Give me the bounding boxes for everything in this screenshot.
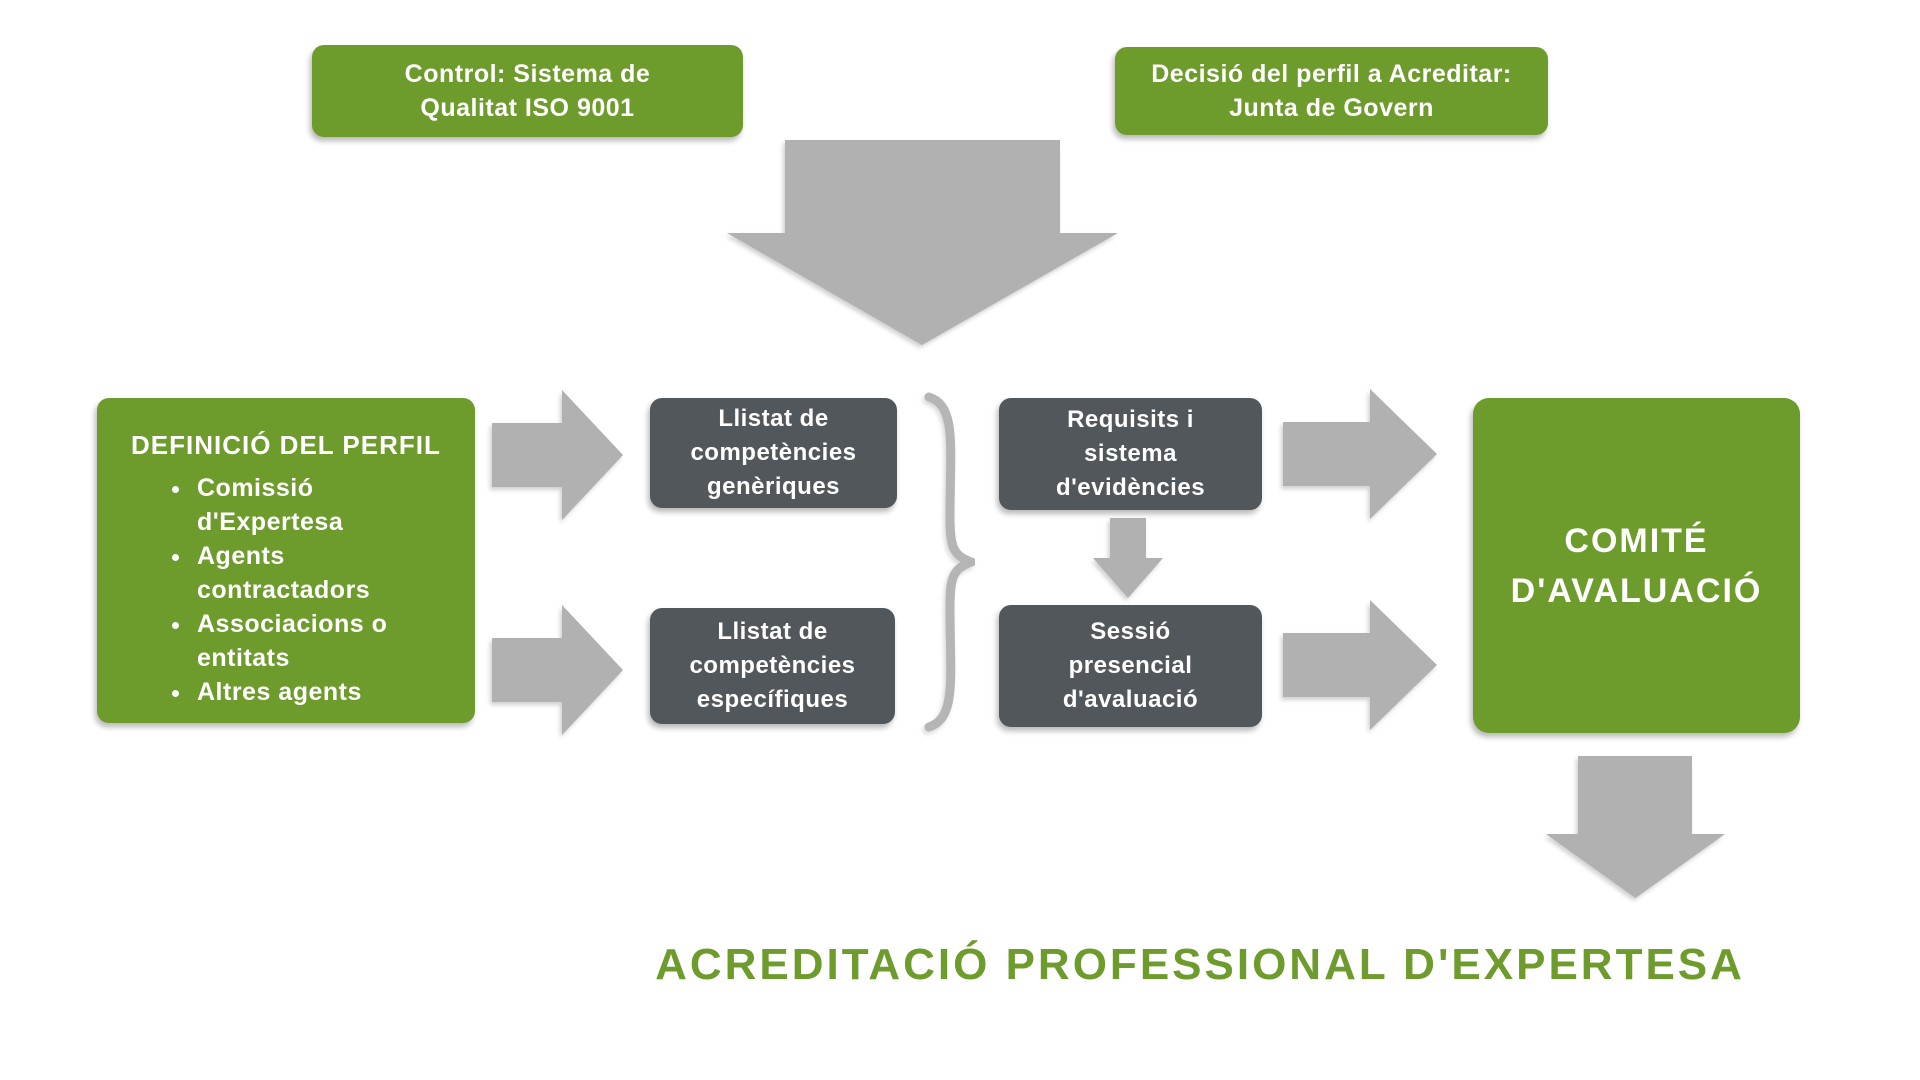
bullet-item: Associacions o entitats [193, 607, 451, 675]
bullet-item: Agents contractadors [193, 539, 451, 607]
curly-brace-icon [915, 392, 975, 732]
specific-line1: Llistat de [717, 618, 828, 645]
definition-bullet-list: Comissió d'Expertesa Agents contractador… [131, 471, 451, 709]
bullet-item: Altres agents [193, 675, 451, 709]
requirements-line3: d'evidències [1055, 474, 1206, 501]
flow-arrow-right-icon [1283, 600, 1437, 730]
specific-line3: específiques [696, 686, 849, 713]
session-line1: Sessió [1090, 618, 1171, 645]
committee-line1: COMITÉ [1564, 521, 1709, 560]
generic-line3: genèriques [706, 473, 841, 500]
control-box: Control: Sistema de Qualitat ISO 9001 [312, 45, 743, 137]
flow-arrow-right-icon [1283, 389, 1437, 519]
bullet-item: Comissió d'Expertesa [193, 471, 451, 539]
session-line3: d'avaluació [1062, 686, 1199, 713]
definition-panel-title: DEFINICIÓ DEL PERFIL [131, 430, 441, 460]
control-box-line1: Control: Sistema de [404, 60, 651, 88]
committee-box: COMITÉ D'AVALUACIÓ [1473, 398, 1800, 733]
definition-panel: DEFINICIÓ DEL PERFIL Comissió d'Expertes… [97, 398, 475, 723]
generic-line1: Llistat de [718, 405, 829, 432]
decision-box-line1: Decisió del perfil a Acreditar: [1151, 60, 1512, 88]
requirements-box: Requisits i sistema d'evidències [999, 398, 1262, 510]
bottom-down-arrow-icon [1546, 756, 1725, 898]
requirements-line2: sistema [1084, 440, 1177, 467]
control-box-line2: Qualitat ISO 9001 [420, 94, 635, 122]
flow-arrow-right-icon [492, 605, 623, 735]
decision-box: Decisió del perfil a Acreditar: Junta de… [1115, 47, 1548, 135]
generic-line2: competències [690, 439, 857, 466]
footer-title: ACREDITACIÓ PROFESSIONAL D'EXPERTESA [655, 940, 1745, 989]
flow-arrow-right-icon [492, 390, 623, 520]
decision-box-line2: Junta de Govern [1229, 94, 1434, 122]
committee-line2: D'AVALUACIÓ [1510, 571, 1763, 610]
specific-competencies-box: Llistat de competències específiques [650, 608, 895, 724]
session-box: Sessió presencial d'avaluació [999, 605, 1262, 727]
big-down-arrow-icon [727, 140, 1118, 345]
generic-competencies-box: Llistat de competències genèriques [650, 398, 897, 508]
specific-line2: competències [689, 652, 856, 679]
requirements-line1: Requisits i [1067, 406, 1194, 433]
session-line2: presencial [1068, 652, 1193, 679]
small-down-arrow-icon [1093, 518, 1163, 598]
